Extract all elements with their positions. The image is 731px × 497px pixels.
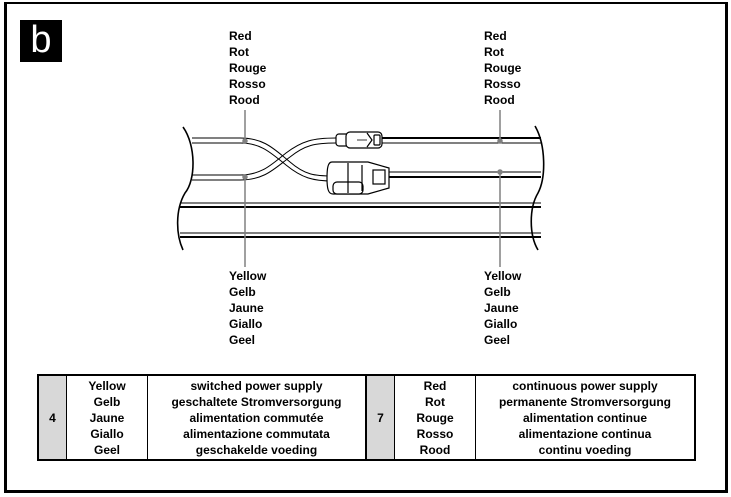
label-text: Giallo	[229, 317, 263, 331]
label-text: Jaune	[229, 301, 264, 315]
leader-lines	[242, 110, 503, 267]
loom-right-edge	[530, 125, 545, 251]
description-line: geschaltete Stromversorgung	[171, 394, 342, 409]
description-line: continuous power supply	[512, 378, 658, 393]
color-name: Giallo	[90, 426, 124, 441]
description-line: continu voeding	[538, 442, 632, 457]
label-text: Gelb	[229, 285, 256, 299]
label-text: Rosso	[484, 77, 521, 91]
connector-small	[335, 131, 383, 149]
color-name: Geel	[93, 442, 120, 457]
color-name: Rosso	[416, 426, 454, 441]
description-line: alimentazione continua	[518, 426, 652, 441]
label-text: Giallo	[484, 317, 518, 331]
label-text: Rouge	[484, 61, 522, 75]
color-name: Red	[423, 378, 447, 393]
legend-table-switched: 4 Yellow Gelb Jaune Giallo Geel switched…	[37, 374, 367, 461]
label-text: Red	[484, 29, 507, 43]
loom-left-edge	[176, 126, 194, 251]
wire-yellow-right	[389, 171, 541, 178]
wire-red-right	[382, 137, 541, 144]
label-text: Rot	[484, 45, 504, 59]
label-text: Yellow	[484, 269, 522, 283]
label-text: Rouge	[229, 61, 267, 75]
connector-large	[326, 161, 390, 195]
color-name: Rot	[425, 394, 445, 409]
label-bottom-left: Yellow Gelb Jaune Giallo Geel	[229, 268, 266, 348]
wire-yellow-left	[192, 137, 337, 181]
description-line: alimentazione commutata	[183, 426, 330, 441]
legend-description: switched power supply geschaltete Stromv…	[148, 376, 365, 459]
legend-description: continuous power supply permanente Strom…	[476, 376, 694, 459]
label-text: Rood	[229, 93, 260, 107]
label-text: Gelb	[484, 285, 511, 299]
label-text: Rosso	[229, 77, 266, 91]
legend-table-continuous: 7 Red Rot Rouge Rosso Rood continuous po…	[365, 374, 696, 461]
label-text: Rood	[484, 93, 515, 107]
label-text: Geel	[484, 333, 511, 347]
color-name: Rood	[419, 442, 451, 457]
color-name: Gelb	[93, 394, 121, 409]
legend-colors: Red Rot Rouge Rosso Rood	[395, 376, 476, 459]
description-line: alimentation commutée	[189, 410, 324, 425]
description-line: alimentation continue	[522, 410, 647, 425]
label-text: Yellow	[229, 269, 267, 283]
color-name: Yellow	[88, 378, 126, 393]
color-name: Jaune	[89, 410, 125, 425]
description-line: switched power supply	[190, 378, 323, 393]
label-top-right: Red Rot Rouge Rosso Rood	[484, 28, 521, 108]
wire-red-left	[192, 137, 334, 182]
description-line: geschakelde voeding	[195, 442, 318, 457]
description-line: permanente Stromversorgung	[498, 394, 672, 409]
label-text: Jaune	[484, 301, 519, 315]
label-text: Geel	[229, 333, 256, 347]
loom-channel	[180, 202, 541, 238]
label-top-left: Red Rot Rouge Rosso Rood	[229, 28, 266, 108]
color-name: Rouge	[416, 410, 454, 425]
legend-colors: Yellow Gelb Jaune Giallo Geel	[67, 376, 148, 459]
figure-frame	[4, 2, 728, 493]
label-text: Red	[229, 29, 252, 43]
figure-badge: b	[20, 20, 62, 62]
legend-number: 4	[39, 376, 67, 459]
legend-number: 7	[367, 376, 395, 459]
label-bottom-right: Yellow Gelb Jaune Giallo Geel	[484, 268, 521, 348]
label-text: Rot	[229, 45, 249, 59]
